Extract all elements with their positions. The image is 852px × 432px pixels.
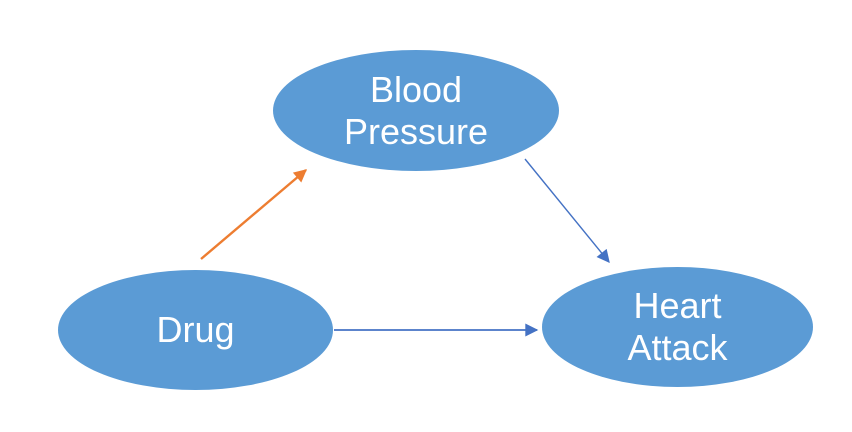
node-blood-pressure-label: Blood Pressure — [343, 68, 489, 152]
edge-blood-pressure-to-heart-attack — [524, 158, 610, 264]
node-drug-label: Drug — [156, 309, 235, 350]
edge-drug-to-blood-pressure — [200, 169, 307, 260]
node-heart-attack: Heart Attack — [542, 267, 813, 387]
node-blood-pressure: Blood Pressure — [273, 50, 559, 171]
node-heart-attack-label: Heart Attack — [627, 285, 728, 368]
node-drug: Drug — [58, 270, 333, 390]
